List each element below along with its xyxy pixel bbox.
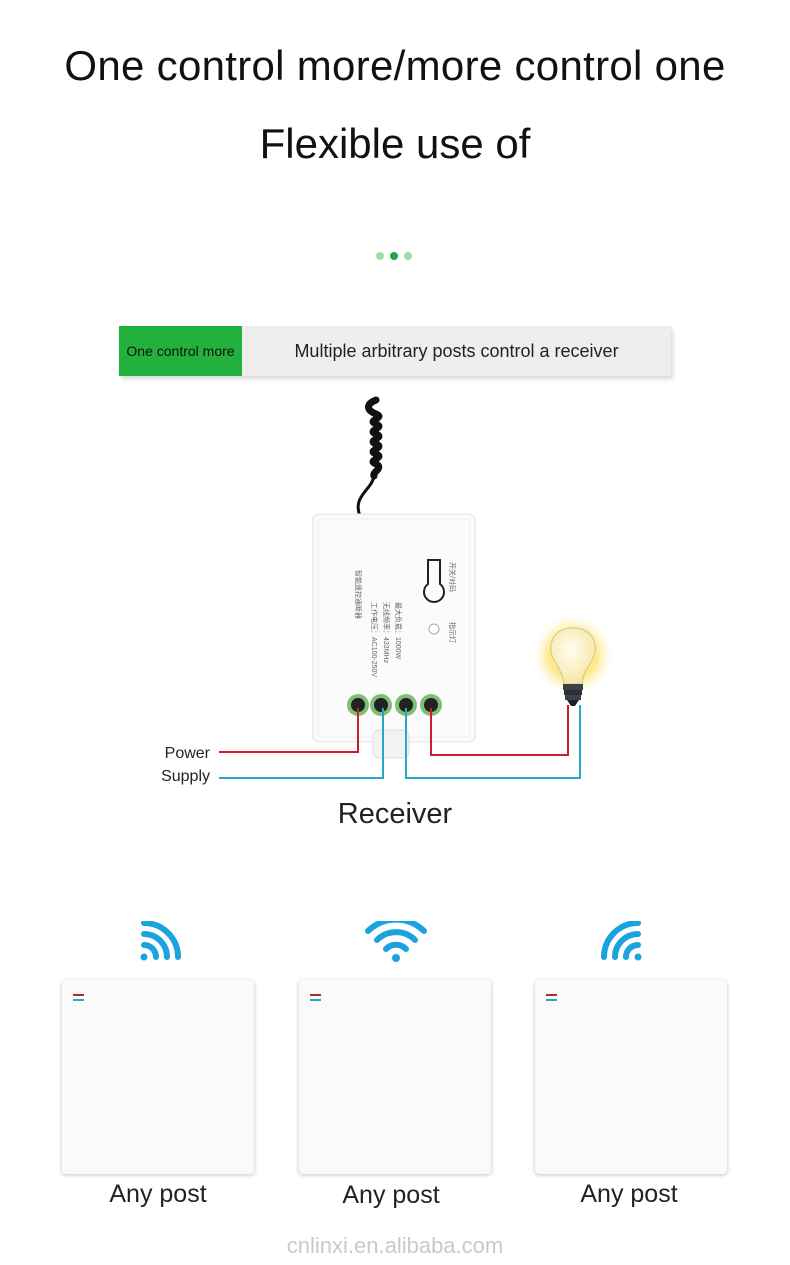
supply-label-line: Supply (161, 768, 210, 785)
wifi-signal-icon (140, 921, 181, 961)
indicator-led (310, 999, 321, 1001)
receiver-label: Receiver (337, 798, 453, 830)
indicator-led (310, 994, 321, 996)
power-supply-label: Power Supply (120, 742, 210, 788)
neutral-wire (219, 708, 384, 779)
wall-switch-panel[interactable] (299, 980, 491, 1174)
wall-switch-panel[interactable] (62, 980, 254, 1174)
post-label: Any post (109, 1180, 207, 1208)
mode-tag: One control more (119, 326, 242, 376)
wiring-diagram: 智能遥控通断器 工作电压：AC100-250V 无线频率：433MHz 最大负载… (219, 396, 613, 779)
light-bulb-icon (533, 615, 613, 706)
indicator-led (546, 994, 557, 996)
receiver-led-text: 指示灯 (448, 622, 457, 643)
mode-banner: One control more Multiple arbitrary post… (119, 326, 671, 376)
page-title: One control more/more control one (64, 42, 726, 89)
pager-dot[interactable] (376, 252, 384, 260)
live-wire-to-lamp (430, 705, 569, 756)
pager-dot[interactable] (404, 252, 412, 260)
antenna-icon (356, 396, 383, 517)
post-label: Any post (342, 1181, 440, 1209)
receiver-title-text: 智能遥控通断器 (354, 570, 363, 619)
receiver-device: 智能遥控通断器 工作电压：AC100-250V 无线频率：433MHz 最大负载… (312, 513, 476, 759)
indicator-led (73, 999, 84, 1001)
power-label-line: Power (164, 745, 210, 762)
receiver-button-text: 开关/对码 (448, 562, 457, 592)
wifi-signal-icon (601, 921, 642, 961)
mode-description: Multiple arbitrary posts control a recei… (294, 341, 619, 361)
watermark: cnlinxi.en.alibaba.com (286, 1233, 504, 1258)
pager-dot-active[interactable] (390, 252, 398, 260)
neutral-wire-to-lamp (405, 705, 581, 779)
page-subtitle: Flexible use of (259, 120, 531, 167)
receiver-spec-text: 无线频率：433MHz (382, 602, 391, 664)
indicator-led (546, 999, 557, 1001)
live-wire (219, 708, 359, 753)
terminal-block (347, 694, 442, 759)
receiver-spec-text: 工作电压：AC100-250V (370, 602, 379, 677)
post-label: Any post (580, 1180, 678, 1208)
wifi-signal-icon (365, 921, 427, 962)
receiver-spec-text: 最大负载：1000W (394, 602, 403, 660)
indicator-led (73, 994, 84, 996)
wall-switch-panel[interactable] (535, 980, 727, 1174)
